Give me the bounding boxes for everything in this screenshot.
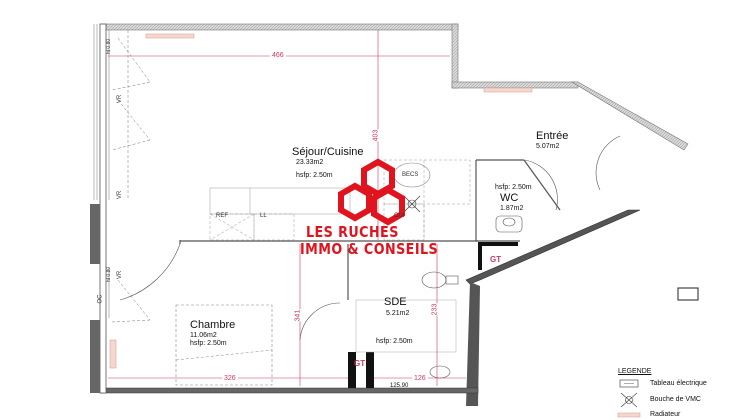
dim-sde-width: 125.90 bbox=[390, 383, 409, 389]
dim-top-width: 466 bbox=[270, 52, 286, 59]
room-wc-name: WC bbox=[500, 192, 519, 204]
room-chambre-area: 11.06m2 bbox=[190, 332, 217, 339]
room-sejour-area: 23.33m2 bbox=[296, 159, 324, 166]
room-sde-height: hsfp: 2.50m bbox=[376, 338, 413, 345]
room-wc-height: hsfp: 2.50m bbox=[495, 184, 532, 191]
dim-sejour-depth: 403 bbox=[372, 129, 380, 142]
room-chambre-height: hsfp: 2.50m bbox=[190, 340, 227, 347]
room-wc-area: 1.87m2 bbox=[500, 205, 524, 212]
room-sde-name: SDE bbox=[384, 296, 407, 308]
logo-line-2: IMMO & CONSEILS bbox=[300, 240, 439, 258]
legend-item-vmc: Bouche de VMC bbox=[650, 396, 701, 403]
room-sde-area: 5.21m2 bbox=[386, 310, 410, 317]
room-sejour-height: hsfp: 2.50m bbox=[296, 172, 333, 179]
electrical-panel-icon bbox=[619, 379, 639, 388]
room-entree-area: 5.07m2 bbox=[536, 143, 560, 150]
fixture-gt-sde: GT bbox=[354, 359, 366, 368]
window-label-vr-2: VR bbox=[117, 190, 124, 200]
window-height-1: ht 0.80 bbox=[106, 38, 113, 55]
fixture-gt-wc: GT bbox=[490, 255, 502, 264]
logo-hexagons bbox=[338, 158, 405, 226]
dim-sde-depth: 233 bbox=[431, 303, 439, 316]
radiator-icon bbox=[617, 412, 641, 418]
window-label-oc: OC bbox=[97, 294, 104, 304]
room-chambre-name: Chambre bbox=[190, 319, 236, 331]
dim-bottom-right: 126 bbox=[412, 375, 428, 382]
room-sejour-name: Séjour/Cuisine bbox=[292, 146, 364, 158]
dim-bottom-left: 326 bbox=[222, 375, 238, 382]
fixture-cui: CUI bbox=[394, 213, 405, 219]
window-label-vr-1: VR bbox=[117, 94, 124, 104]
legend-item-electrical: Tableau électrique bbox=[650, 380, 707, 387]
legend-title: LEGENDE bbox=[618, 368, 652, 375]
window-height-2: ht 0.80 bbox=[106, 266, 113, 283]
logo-line-1: LES RUCHES bbox=[306, 223, 399, 241]
vmc-vent-icon bbox=[620, 392, 638, 408]
exterior-walls bbox=[90, 23, 689, 406]
fixture-becs: BECS bbox=[402, 172, 419, 178]
dim-chambre-depth: 341 bbox=[294, 309, 302, 322]
fixture-ll: LL bbox=[260, 213, 267, 219]
window-label-vr-3: VR bbox=[117, 270, 124, 280]
fixture-ref: REF bbox=[216, 213, 228, 219]
legend-item-radiator: Radiateur bbox=[650, 411, 681, 418]
room-entree-name: Entrée bbox=[536, 130, 569, 142]
